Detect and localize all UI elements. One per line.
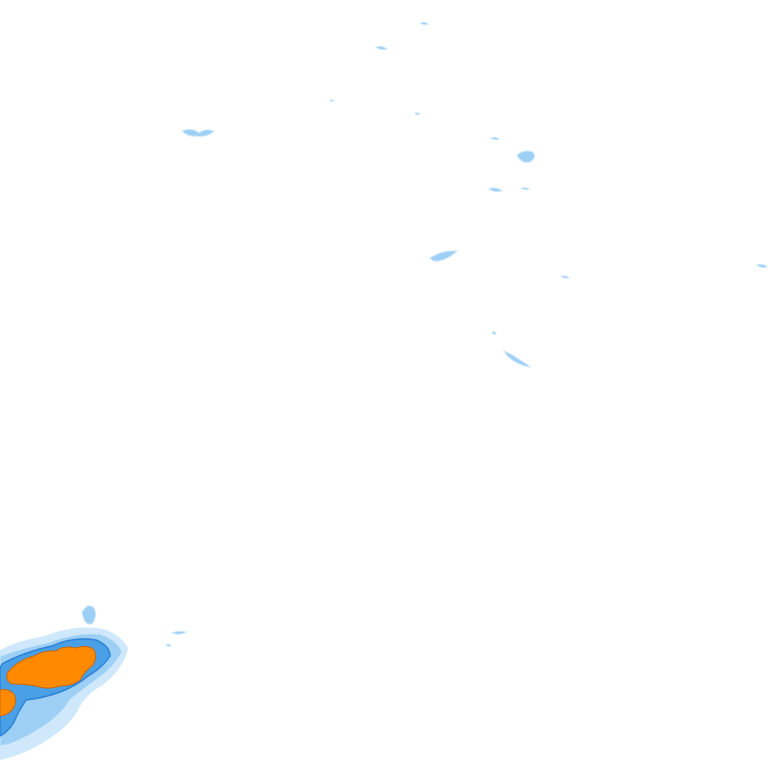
speck-5 [490, 136, 500, 141]
island-south[interactable] [0, 689, 17, 717]
speck-13 [414, 112, 421, 116]
speck-6 [487, 187, 504, 193]
speck-9 [559, 275, 571, 279]
speck-10 [755, 263, 768, 269]
speck-11 [491, 330, 497, 336]
speck-2 [418, 21, 429, 26]
island-cluster[interactable] [0, 605, 128, 760]
shallow-water-specks [165, 21, 768, 647]
speck-7 [519, 187, 530, 191]
speck-3 [181, 128, 215, 137]
speck-12 [502, 350, 532, 368]
speck-1 [374, 45, 389, 51]
island-main[interactable] [6, 645, 97, 689]
islet-north [81, 605, 97, 625]
speck-8 [429, 250, 459, 262]
speck-16 [165, 643, 172, 647]
speck-14 [329, 99, 335, 102]
speck-4 [516, 150, 535, 163]
speck-15 [170, 630, 188, 635]
